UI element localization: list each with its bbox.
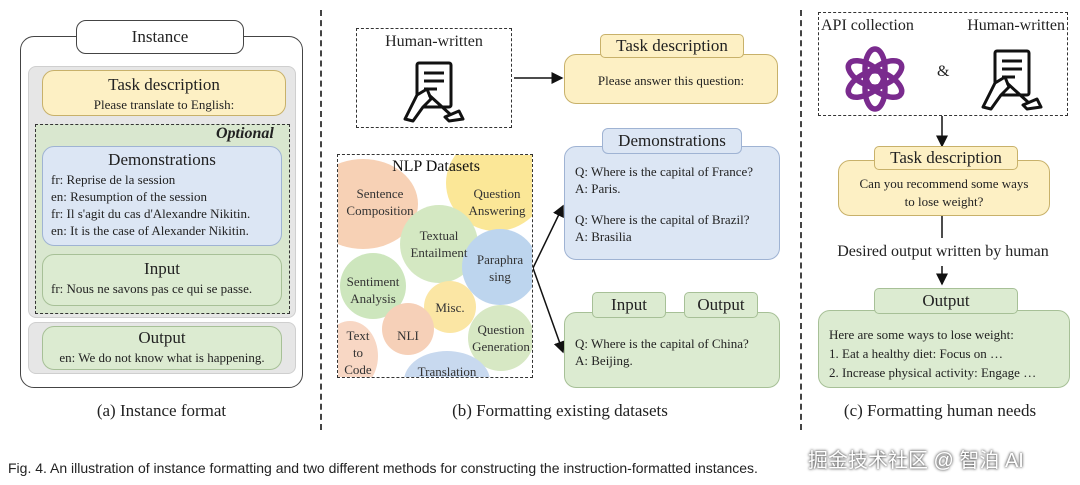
demonstrations-title: Demonstrations	[108, 150, 216, 169]
task-description-box-b: Please answer this question:	[564, 54, 778, 104]
separator-1	[320, 10, 322, 430]
ampersand: &	[937, 63, 950, 80]
caption-a: (a) Instance format	[96, 401, 227, 420]
optional-label: Optional	[216, 125, 274, 142]
api-collection-label: API collection	[821, 17, 914, 34]
arrow-icon	[532, 267, 566, 354]
input-tab-b: Input	[592, 292, 666, 318]
output-title: Output	[138, 328, 186, 347]
instance-header: Instance	[76, 20, 244, 54]
human-writing-icon	[403, 61, 465, 123]
output-box-c: Here are some ways to lose weight: 1. Ea…	[818, 310, 1070, 388]
demonstrations-box-a: Demonstrations fr: Reprise de la session…	[42, 146, 282, 246]
demo-answer: A: Brasilia	[575, 229, 632, 244]
openai-logo-icon	[845, 46, 905, 112]
demo-answer: A: Paris.	[575, 181, 621, 196]
human-written-label: Human-written	[385, 33, 483, 50]
qa-box-b: Q: Where is the capital of China? A: Bei…	[564, 312, 780, 388]
demo-line: en: Resumption of the session	[51, 189, 207, 204]
separator-2	[800, 10, 802, 430]
human-written-label: Human-written	[967, 17, 1065, 34]
figure-caption: Fig. 4. An illustration of instance form…	[8, 460, 758, 476]
dataset-translation: Translation	[417, 364, 477, 378]
demo-line: en: It is the case of Alexander Nikitin.	[51, 223, 249, 238]
output-line: 1. Eat a healthy diet: Focus on …	[829, 346, 1004, 361]
output-text: en: We do not know what is happening.	[59, 350, 265, 365]
nlp-datasets-title: NLP Datasets	[392, 158, 480, 175]
task-description-box-a: Task description Please translate to Eng…	[42, 70, 286, 116]
output-line: Here are some ways to lose weight:	[829, 327, 1014, 342]
arrow-icon	[532, 204, 564, 269]
task-description-text: Please answer this question:	[597, 73, 745, 88]
output-box-a: Output en: We do not know what is happen…	[42, 326, 282, 370]
demonstrations-box-b: Q: Where is the capital of France? A: Pa…	[564, 146, 780, 260]
input-box-a: Input fr: Nous ne savons pas ce qui se p…	[42, 254, 282, 306]
sources-box: API collection Human-written &	[818, 12, 1068, 116]
task-description-line: to lose weight?	[904, 194, 984, 209]
task-description-tab-b: Task description	[600, 34, 744, 58]
demo-question: Q: Where is the capital of France?	[575, 164, 754, 179]
desired-output-label: Desired output written by human	[837, 243, 1049, 260]
watermark: 掘金技术社区 @ 智泊 AI	[808, 450, 1024, 472]
output-line: 2. Increase physical activity: Engage …	[829, 365, 1037, 380]
human-written-box: Human-written	[356, 28, 512, 128]
demo-line: fr: Reprise de la session	[51, 172, 176, 187]
output-tab-b: Output	[684, 292, 758, 318]
caption-b: (b) Formatting existing datasets	[452, 401, 668, 420]
task-description-tab-c: Task description	[874, 146, 1018, 170]
demo-line: fr: Il s'agit du cas d'Alexandre Nikitin…	[51, 206, 251, 221]
qa-answer: A: Beijing.	[575, 353, 633, 368]
task-description-title: Task description	[108, 75, 220, 94]
qa-question: Q: Where is the capital of China?	[575, 336, 749, 351]
caption-c: (c) Formatting human needs	[843, 401, 1037, 420]
output-tab-c: Output	[874, 288, 1018, 314]
task-description-text: Please translate to English:	[93, 97, 235, 112]
dataset-nli: NLI	[397, 328, 419, 343]
demonstrations-tab-b: Demonstrations	[602, 128, 742, 154]
task-description-line: Can you recommend some ways	[859, 176, 1029, 191]
input-text: fr: Nous ne savons pas ce qui se passe.	[51, 281, 253, 296]
demo-question: Q: Where is the capital of Brazil?	[575, 212, 750, 227]
dataset-misc: Misc.	[435, 300, 465, 315]
input-title: Input	[144, 259, 180, 278]
human-writing-icon	[981, 49, 1043, 111]
